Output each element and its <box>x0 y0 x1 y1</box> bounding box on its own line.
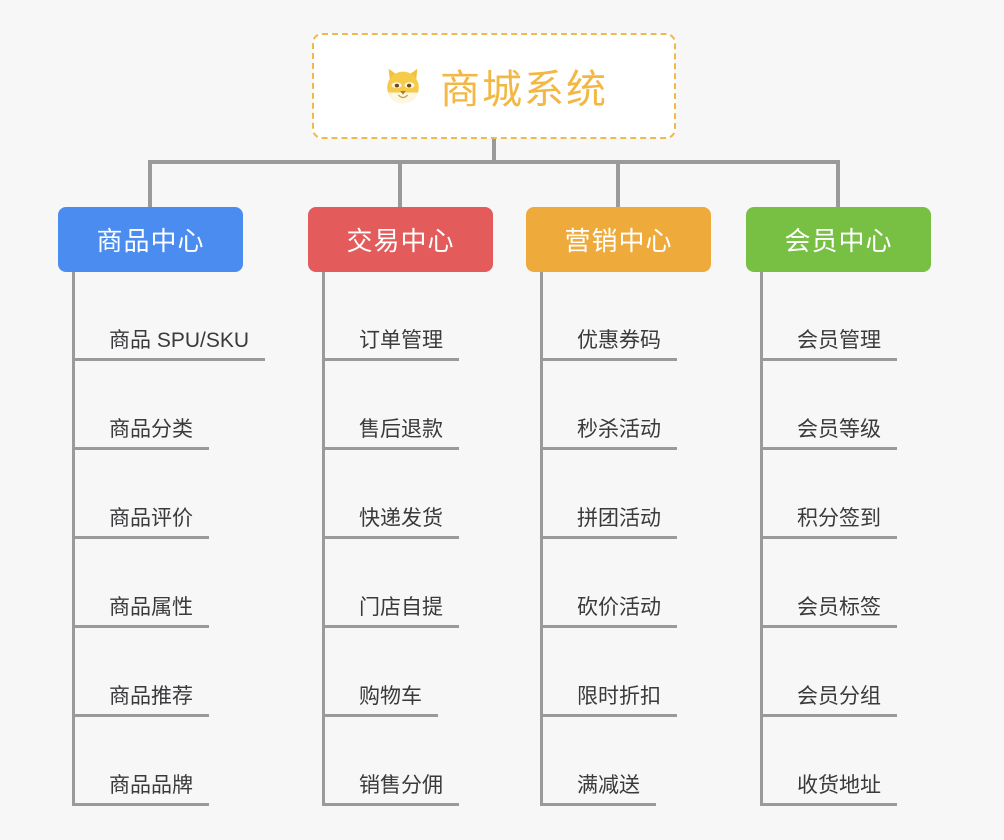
list-item[interactable]: 售后退款 <box>325 361 493 450</box>
list-item[interactable]: 购物车 <box>325 628 493 717</box>
category-label: 商品中心 <box>96 226 205 256</box>
category-label: 交易中心 <box>346 226 455 256</box>
leaf-label: 售后退款 <box>325 418 459 450</box>
list-item[interactable]: 商品评价 <box>75 450 243 539</box>
category-header-product[interactable]: 商品中心 <box>58 207 243 272</box>
leaf-label: 商品 SPU/SKU <box>75 329 266 361</box>
list-item[interactable]: 秒杀活动 <box>543 361 711 450</box>
category-label: 营销中心 <box>564 226 673 256</box>
list-item[interactable]: 门店自提 <box>325 539 493 628</box>
leaf-label: 订单管理 <box>325 329 459 361</box>
category-column-marketing: 营销中心 优惠券码 秒杀活动 拼团活动 砍价活动 限时折扣 满减送 <box>526 207 711 806</box>
list-item[interactable]: 拼团活动 <box>543 450 711 539</box>
leaf-list-product: 商品 SPU/SKU 商品分类 商品评价 商品属性 商品推荐 商品品牌 <box>72 272 266 806</box>
category-column-product: 商品中心 商品 SPU/SKU 商品分类 商品评价 商品属性 商品推荐 商品品牌 <box>58 207 266 806</box>
leaf-list-trade: 订单管理 售后退款 快递发货 门店自提 购物车 销售分佣 <box>322 272 493 806</box>
leaf-list-member: 会员管理 会员等级 积分签到 会员标签 会员分组 收货地址 <box>760 272 931 806</box>
leaf-label: 拼团活动 <box>543 507 677 539</box>
leaf-label: 会员标签 <box>763 596 897 628</box>
leaf-label: 限时折扣 <box>543 685 677 717</box>
list-item[interactable]: 收货地址 <box>763 717 931 806</box>
category-column-member: 会员中心 会员管理 会员等级 积分签到 会员标签 会员分组 收货地址 <box>746 207 931 806</box>
list-item[interactable]: 会员管理 <box>763 272 931 361</box>
list-item[interactable]: 优惠券码 <box>543 272 711 361</box>
list-item[interactable]: 商品品牌 <box>75 717 243 806</box>
list-item[interactable]: 会员标签 <box>763 539 931 628</box>
leaf-label: 商品推荐 <box>75 685 209 717</box>
list-item[interactable]: 快递发货 <box>325 450 493 539</box>
leaf-label: 会员等级 <box>763 418 897 450</box>
list-item[interactable]: 砍价活动 <box>543 539 711 628</box>
root-node-shop-system[interactable]: 商城系统 <box>312 33 676 139</box>
leaf-label: 快递发货 <box>325 507 459 539</box>
leaf-label: 商品品牌 <box>75 774 209 806</box>
list-item[interactable]: 商品分类 <box>75 361 243 450</box>
list-item[interactable]: 销售分佣 <box>325 717 493 806</box>
list-item[interactable]: 限时折扣 <box>543 628 711 717</box>
leaf-label: 秒杀活动 <box>543 418 677 450</box>
list-item[interactable]: 商品推荐 <box>75 628 243 717</box>
list-item[interactable]: 订单管理 <box>325 272 493 361</box>
category-header-marketing[interactable]: 营销中心 <box>526 207 711 272</box>
list-item[interactable]: 会员等级 <box>763 361 931 450</box>
root-title-text: 商城系统 <box>440 68 608 112</box>
leaf-label: 满减送 <box>543 774 656 806</box>
leaf-label: 商品评价 <box>75 507 209 539</box>
category-header-trade[interactable]: 交易中心 <box>308 207 493 272</box>
list-item[interactable]: 会员分组 <box>763 628 931 717</box>
list-item[interactable]: 商品属性 <box>75 539 243 628</box>
leaf-label: 商品分类 <box>75 418 209 450</box>
leaf-label: 商品属性 <box>75 596 209 628</box>
leaf-label: 会员分组 <box>763 685 897 717</box>
shiba-dog-face-icon <box>380 63 426 109</box>
leaf-label: 门店自提 <box>325 596 459 628</box>
leaf-label: 会员管理 <box>763 329 897 361</box>
category-label: 会员中心 <box>784 226 893 256</box>
category-column-trade: 交易中心 订单管理 售后退款 快递发货 门店自提 购物车 销售分佣 <box>308 207 493 806</box>
leaf-label: 积分签到 <box>763 507 897 539</box>
leaf-label: 砍价活动 <box>543 596 677 628</box>
leaf-label: 购物车 <box>325 685 438 717</box>
category-header-member[interactable]: 会员中心 <box>746 207 931 272</box>
leaf-label: 优惠券码 <box>543 329 677 361</box>
list-item[interactable]: 积分签到 <box>763 450 931 539</box>
list-item[interactable]: 满减送 <box>543 717 711 806</box>
list-item[interactable]: 商品 SPU/SKU <box>75 272 266 361</box>
leaf-label: 收货地址 <box>763 774 897 806</box>
leaf-list-marketing: 优惠券码 秒杀活动 拼团活动 砍价活动 限时折扣 满减送 <box>540 272 711 806</box>
leaf-label: 销售分佣 <box>325 774 459 806</box>
